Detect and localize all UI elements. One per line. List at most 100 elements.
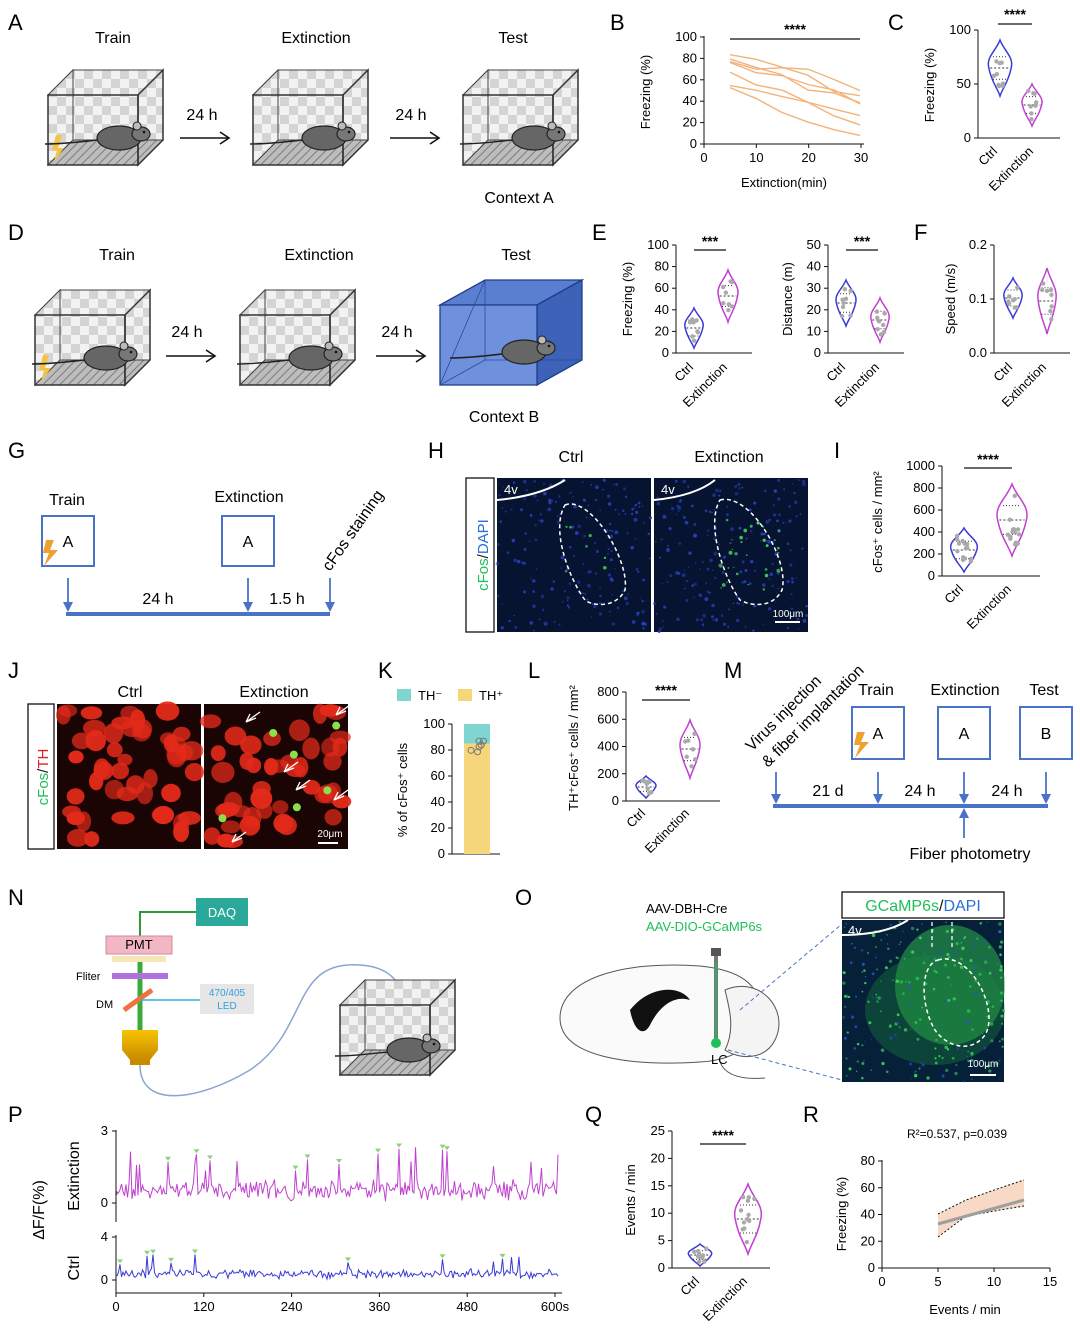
fluorescent-cell: [732, 602, 735, 605]
fluorescent-cell: [920, 923, 923, 925]
fluorescent-cell: [641, 505, 644, 507]
fluorescent-cell: [568, 545, 572, 549]
significance-marker: ****: [977, 451, 999, 467]
fluorescent-cell: [861, 962, 865, 966]
event-marker: [439, 1254, 446, 1259]
fluorescent-cell: [657, 630, 661, 634]
tick-label: 10: [987, 1274, 1001, 1289]
cage-extinction: [251, 68, 370, 167]
fluorescent-cell: [880, 1048, 885, 1053]
fluorescent-cell: [495, 561, 500, 566]
fluorescent-cell: [913, 1071, 916, 1074]
data-point: [1041, 281, 1046, 286]
fluorescent-cell: [966, 1009, 971, 1013]
fluorescent-cell: [533, 480, 536, 483]
fluorescent-cell: [548, 501, 552, 505]
violin: [679, 717, 701, 781]
fluorescent-cell: [684, 520, 689, 525]
extinction-trace: [116, 1147, 559, 1202]
fluorescent-cell: [867, 952, 869, 954]
fluorescent-cell: [584, 592, 586, 595]
fluorescent-cell: [900, 941, 902, 943]
fluorescent-cell: [881, 1061, 885, 1066]
violin: [687, 1242, 713, 1268]
fluorescent-cell: [903, 1028, 908, 1032]
fluorescent-cell: [789, 563, 793, 567]
tick-label: 0: [964, 130, 971, 145]
fluorescent-cell: [918, 1067, 921, 1070]
tick-label: 480: [456, 1299, 478, 1314]
fluorescent-cell: [598, 612, 603, 616]
fluorescent-cell: [880, 980, 882, 982]
tick-label: 400: [597, 739, 619, 754]
data-point: [645, 786, 650, 791]
fluorescent-cell: [543, 621, 548, 626]
fluorescent-cell: [624, 512, 627, 516]
fluorescent-cell: [706, 590, 710, 593]
mouse-ear: [547, 121, 557, 131]
violin: [996, 481, 1028, 559]
data-point: [683, 739, 688, 744]
fluorescent-cell: [960, 965, 964, 969]
fluorescent-cell: [497, 594, 500, 598]
confidence-band: [938, 1180, 1024, 1237]
legend-label: TH⁺: [479, 688, 503, 703]
tick-label: 800: [597, 684, 619, 699]
fluorescent-cell: [998, 1059, 1001, 1063]
svg-text:GCaMP6s/DAPI: GCaMP6s/DAPI: [865, 898, 981, 915]
fluorescent-cell: [630, 512, 634, 515]
dichroic-mirror: [122, 987, 154, 1013]
fluorescent-cell: [762, 538, 766, 542]
led-label: LED: [217, 1001, 236, 1012]
fluorescent-cell: [870, 1069, 872, 1071]
fluorescent-cell: [572, 495, 574, 498]
fluorescent-cell: [593, 605, 597, 609]
data-point: [954, 537, 960, 542]
fluorescent-cell: [599, 587, 601, 589]
mouse-tail: [459, 139, 513, 145]
tick-label: 80: [683, 50, 697, 65]
data-point: [1044, 288, 1050, 294]
shock-icon: [854, 732, 869, 758]
fluorescent-cell: [638, 506, 641, 508]
freezing-trace: [729, 58, 861, 104]
fluorescent-cell: [1001, 1022, 1004, 1025]
fluorescent-cell: [914, 1021, 918, 1024]
scale-label: 20μm: [317, 829, 342, 840]
th-cell: [172, 726, 191, 742]
fluorescent-cell: [718, 543, 721, 545]
fluorescent-cell: [594, 498, 598, 501]
pmt-box: [105, 935, 173, 955]
fluorescent-cell: [790, 593, 793, 596]
gap-label: 24 h: [381, 324, 412, 341]
fluorescent-cell: [777, 529, 781, 533]
y-axis-label: Freezing (%): [922, 48, 937, 122]
fluorescent-cell: [768, 607, 772, 611]
fluorescent-cell: [674, 479, 678, 483]
fluorescent-cell: [913, 1073, 918, 1078]
fluorescent-cell: [590, 483, 593, 486]
tick-label: 0: [928, 568, 935, 583]
led-box: [200, 984, 254, 1014]
fluorescent-cell: [504, 510, 507, 513]
th-cell: [155, 701, 180, 721]
fluorescent-cell: [609, 558, 613, 562]
th-cell: [120, 705, 140, 721]
data-point: [1014, 305, 1019, 310]
brain-sagittal-diagram: LC: [559, 923, 843, 1081]
data-point: [955, 548, 960, 554]
group-label: Ctrl: [823, 359, 848, 384]
fluorescent-cell: [550, 587, 554, 591]
fluorescent-cell: [735, 602, 739, 605]
fluorescent-cell: [851, 943, 853, 945]
tick-label: 20: [683, 115, 697, 130]
fluorescent-cell: [788, 505, 791, 508]
fluorescent-cell: [988, 946, 991, 949]
fluorescent-cell: [742, 604, 745, 606]
ctrl-trace: [116, 1254, 559, 1281]
fluorescent-cell: [749, 529, 753, 533]
fluorescent-cell: [963, 937, 966, 940]
data-point: [882, 311, 887, 316]
